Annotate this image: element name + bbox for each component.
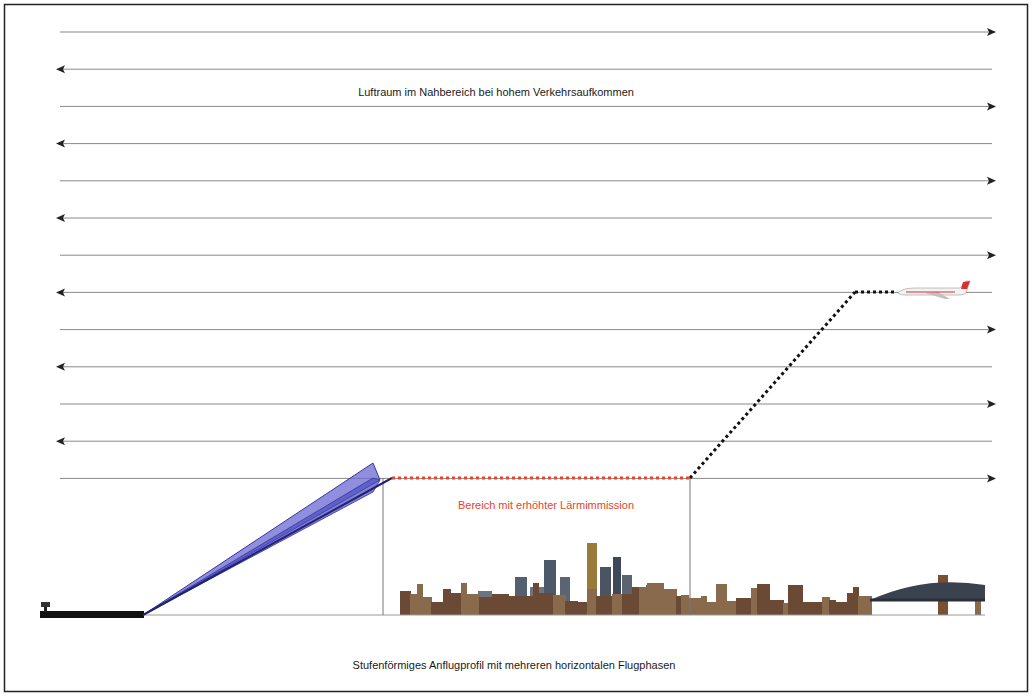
building xyxy=(622,575,632,615)
plane-symbol xyxy=(987,400,996,408)
plane-symbol xyxy=(987,251,996,259)
plane-symbol xyxy=(987,28,996,36)
building xyxy=(681,595,689,615)
building xyxy=(847,593,854,615)
building xyxy=(612,594,623,615)
aircraft xyxy=(898,281,970,299)
lane-line xyxy=(60,180,992,181)
building xyxy=(553,595,566,615)
building xyxy=(431,602,444,615)
building xyxy=(479,597,493,615)
plane-symbol xyxy=(56,140,65,148)
plane-symbol xyxy=(56,437,65,445)
lane-line xyxy=(60,218,992,219)
lane-line xyxy=(60,69,992,70)
building xyxy=(478,591,492,615)
building xyxy=(751,588,758,615)
lane-line xyxy=(60,292,992,293)
building xyxy=(663,589,677,615)
building xyxy=(812,602,823,615)
bridge-deck xyxy=(870,599,985,602)
building xyxy=(632,587,640,615)
building xyxy=(639,587,648,615)
lane-line xyxy=(60,329,992,330)
lane-line xyxy=(60,441,992,442)
building xyxy=(716,584,727,615)
building xyxy=(647,583,664,615)
descent-segment xyxy=(690,292,855,478)
lane-line xyxy=(60,106,992,107)
building xyxy=(769,600,784,615)
building xyxy=(835,602,848,615)
runway xyxy=(40,611,144,618)
building xyxy=(422,597,432,615)
bridge xyxy=(870,582,985,600)
plane-symbol xyxy=(987,177,996,185)
plane-symbol xyxy=(56,288,65,296)
plane-symbol xyxy=(987,102,996,110)
building xyxy=(538,593,554,615)
building xyxy=(400,591,411,615)
lane-line xyxy=(60,143,992,144)
building xyxy=(492,594,509,615)
glide-cone xyxy=(143,463,380,615)
building xyxy=(587,589,597,615)
plane-symbol xyxy=(987,326,996,334)
building xyxy=(577,602,588,615)
building xyxy=(519,596,534,615)
plane-symbol xyxy=(56,363,65,371)
glide-path xyxy=(143,478,392,615)
building xyxy=(410,594,418,615)
plane-symbol xyxy=(56,65,65,73)
building xyxy=(466,594,473,615)
building xyxy=(757,584,770,615)
level-segment xyxy=(392,477,690,480)
building xyxy=(587,543,597,615)
lane-line xyxy=(60,478,992,479)
plane-symbol xyxy=(987,474,996,482)
building xyxy=(788,585,803,615)
noise-label: Bereich mit erhöhter Lärmimmission xyxy=(455,498,637,512)
lane-line xyxy=(60,404,992,405)
building xyxy=(802,602,813,615)
marker-line xyxy=(383,478,384,615)
building xyxy=(596,596,613,615)
building xyxy=(508,596,520,615)
airspace-lanes xyxy=(56,28,996,482)
plane-symbol xyxy=(56,214,65,222)
airspace-label: Luftraum im Nahbereich bei hohem Verkehr… xyxy=(355,85,637,99)
building xyxy=(858,596,872,615)
marker-line xyxy=(690,478,691,615)
building xyxy=(472,594,480,615)
caption: Stufenförmiges Anflugprofil mit mehreren… xyxy=(350,658,679,672)
building xyxy=(565,601,578,615)
building xyxy=(726,601,737,615)
level-segment xyxy=(855,291,897,294)
ground-line xyxy=(40,615,985,616)
building xyxy=(443,589,451,615)
tower-cab xyxy=(41,602,50,607)
lane-line xyxy=(60,255,992,256)
building xyxy=(822,597,830,615)
building xyxy=(829,600,836,615)
lane-line xyxy=(60,366,992,367)
frame xyxy=(5,5,1028,692)
building xyxy=(736,598,752,615)
building xyxy=(706,602,717,615)
building xyxy=(622,594,633,615)
lane-line xyxy=(60,32,992,33)
building xyxy=(450,593,462,615)
